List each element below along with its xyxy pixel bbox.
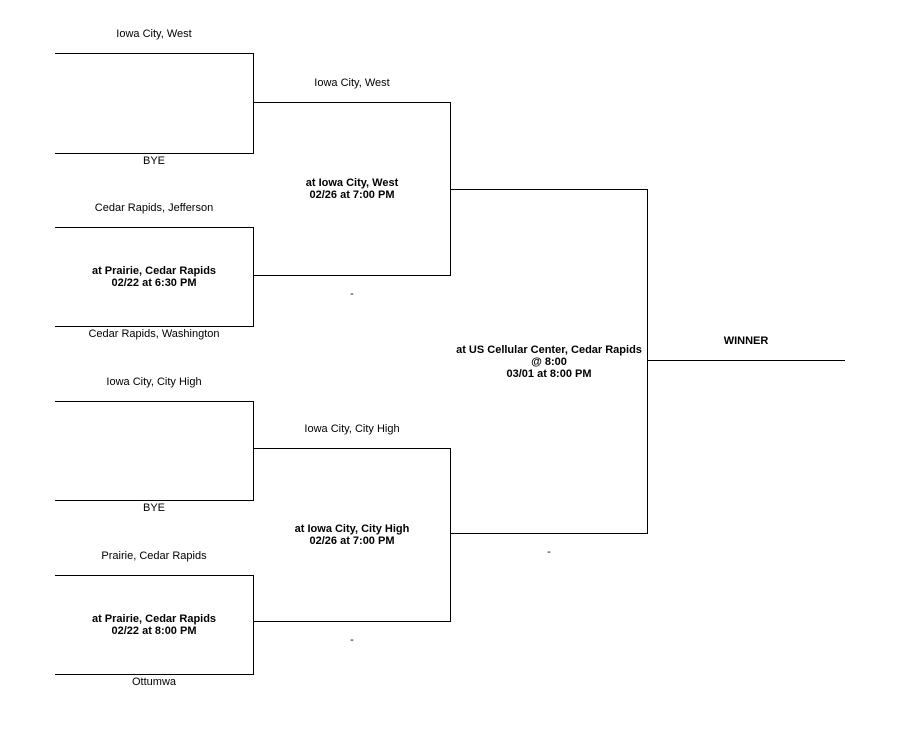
r1-m4-bottom-line	[55, 674, 253, 675]
r2-m2-time: 02/26 at 7:00 PM	[309, 535, 395, 547]
final-connector	[647, 189, 648, 534]
r1-m4-connector	[253, 575, 254, 675]
final-bottom-team: -	[547, 546, 551, 558]
r1-m3-bottom-line	[55, 500, 253, 501]
final-site: at US Cellular Center, Cedar Rapids	[456, 344, 642, 356]
r1-m1-top-team: Iowa City, West	[116, 28, 192, 40]
r1-m4-game-info: at Prairie, Cedar Rapids 02/22 at 8:00 P…	[92, 613, 216, 637]
r1-m4-top-team: Prairie, Cedar Rapids	[101, 550, 207, 562]
final-bottom-line	[450, 533, 648, 534]
r1-m1-top-line	[55, 53, 253, 54]
r2-m2-site: at Iowa City, City High	[294, 523, 410, 535]
r1-m2-time: 02/22 at 6:30 PM	[111, 277, 197, 289]
r1-m2-connector	[253, 227, 254, 327]
r1-m3-top-team: Iowa City, City High	[106, 376, 202, 388]
r2-m2-bottom-line	[253, 621, 451, 622]
r2-m2-connector	[450, 448, 451, 622]
r1-m1-bottom-line	[55, 153, 253, 154]
r2-m2-top-line	[253, 448, 451, 449]
r1-m2-bottom-line	[55, 326, 253, 327]
r1-m1-bottom-team: BYE	[142, 155, 166, 167]
r2-m2-bottom-team: -	[350, 634, 354, 646]
winner-line	[647, 360, 845, 361]
r1-m4-site: at Prairie, Cedar Rapids	[91, 613, 217, 625]
r1-m3-bottom-team: BYE	[142, 502, 166, 514]
r1-m2-site: at Prairie, Cedar Rapids	[91, 265, 217, 277]
r1-m3-connector	[253, 401, 254, 501]
r2-m1-top-line	[253, 102, 451, 103]
winner-label: WINNER	[723, 335, 769, 347]
r1-m2-top-team: Cedar Rapids, Jefferson	[94, 202, 214, 214]
r2-m2-game-info: at Iowa City, City High 02/26 at 7:00 PM	[295, 523, 410, 547]
r2-m1-bottom-team: -	[350, 288, 354, 300]
r2-m1-bottom-line	[253, 275, 451, 276]
r1-m3-top-line	[55, 401, 253, 402]
r1-m2-top-line	[55, 227, 253, 228]
r1-m1-connector	[253, 53, 254, 154]
r2-m1-time: 02/26 at 7:00 PM	[309, 189, 395, 201]
r2-m2-top-team: Iowa City, City High	[304, 423, 400, 435]
r1-m2-game-info: at Prairie, Cedar Rapids 02/22 at 6:30 P…	[92, 265, 216, 289]
r1-m4-top-line	[55, 575, 253, 576]
r2-m1-game-info: at Iowa City, West 02/26 at 7:00 PM	[306, 177, 399, 201]
r1-m4-time: 02/22 at 8:00 PM	[111, 625, 197, 637]
r1-m2-bottom-team: Cedar Rapids, Washington	[88, 328, 220, 340]
final-note: @ 8:00	[531, 356, 567, 368]
r2-m1-top-team: Iowa City, West	[314, 77, 390, 89]
r2-m1-site: at Iowa City, West	[305, 177, 399, 189]
final-game-info: at US Cellular Center, Cedar Rapids @ 8:…	[456, 344, 642, 380]
final-time: 03/01 at 8:00 PM	[506, 368, 592, 380]
final-top-line	[450, 189, 648, 190]
r1-m4-bottom-team: Ottumwa	[131, 676, 177, 688]
